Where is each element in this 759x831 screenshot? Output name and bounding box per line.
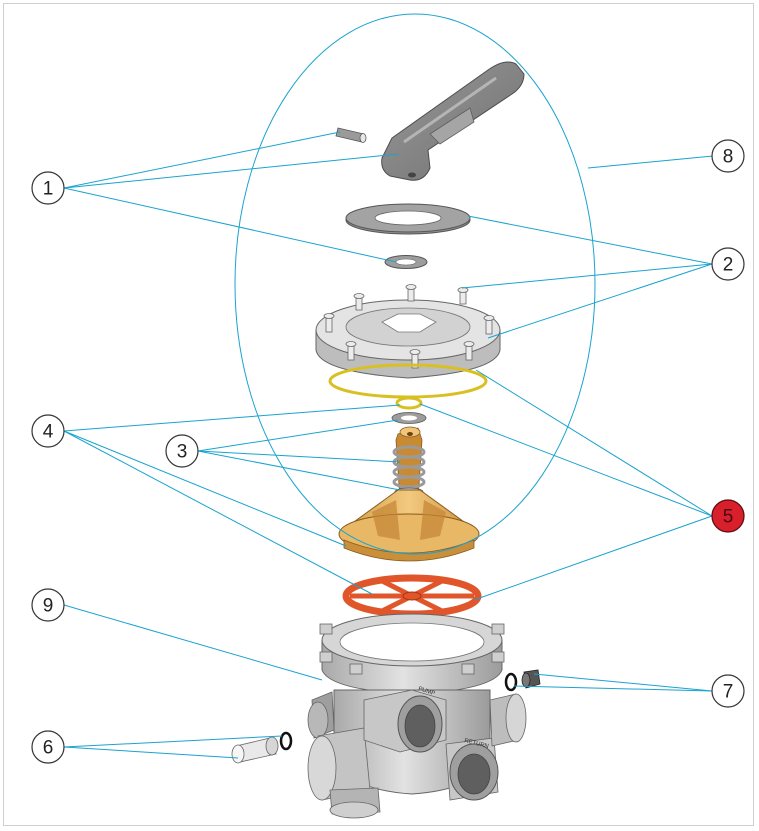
callout-8: 8 xyxy=(711,139,745,173)
shaft-washer-part xyxy=(391,412,427,424)
flat-washer-part xyxy=(345,203,471,235)
pin-part xyxy=(335,127,367,143)
callout-circle xyxy=(31,414,65,448)
callout-number: 9 xyxy=(43,596,54,617)
callout-circle xyxy=(31,171,65,205)
callout-number: 2 xyxy=(723,255,734,276)
callout-3: 3 xyxy=(165,434,199,468)
callout-9: 9 xyxy=(31,588,65,622)
callout-6: 6 xyxy=(31,730,65,764)
callout-1: 1 xyxy=(31,171,65,205)
small-oring-part xyxy=(395,396,423,410)
callout-circle xyxy=(711,499,745,533)
callout-2: 2 xyxy=(711,247,745,281)
callout-group: 1 2 3 4 5 6 7 8 9 xyxy=(31,139,745,764)
callout-circle xyxy=(711,139,745,173)
pump-port-label: PUMP xyxy=(417,686,435,697)
callout-number: 4 xyxy=(43,422,54,443)
callout-circle xyxy=(711,674,745,708)
callout-number: 8 xyxy=(723,147,734,168)
handle-part xyxy=(381,61,525,181)
callout-circle xyxy=(31,730,65,764)
callout-number: 3 xyxy=(177,442,188,463)
small-washer-part xyxy=(384,255,428,269)
diagram-frame xyxy=(3,3,754,826)
callout-circle xyxy=(711,247,745,281)
callout-7: 7 xyxy=(711,674,745,708)
fitting-part xyxy=(231,731,293,764)
callout-circle xyxy=(165,434,199,468)
return-port-label: RETURN xyxy=(464,738,490,750)
rotor-part xyxy=(338,426,480,562)
leader-lines xyxy=(63,13,714,759)
gasket-part xyxy=(342,574,482,618)
callout-4: 4 xyxy=(31,414,65,448)
callout-number: 5 xyxy=(723,507,734,528)
callout-number: 1 xyxy=(43,179,54,200)
callout-number: 6 xyxy=(43,738,54,759)
callout-5: 5 xyxy=(711,499,745,533)
valve-cover-part xyxy=(315,284,501,379)
callout-number: 7 xyxy=(723,682,734,703)
callout-circle xyxy=(31,588,65,622)
valve-body-part: PUMP RETURN xyxy=(307,613,527,819)
